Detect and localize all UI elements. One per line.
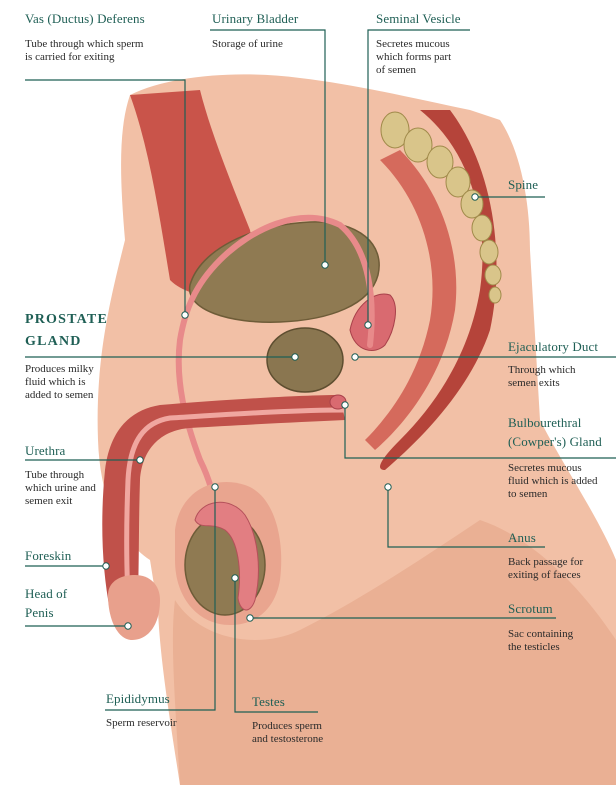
dot-head-of-penis [125,623,131,629]
seminal-vesicle-title: Seminal Vesicle [376,11,461,26]
bulbourethral-desc-2: fluid which is added [508,475,598,488]
dot-scrotum [247,615,253,621]
vas-deferens-desc-1: Tube through which sperm [25,38,143,51]
dot-vas-deferens [182,312,188,318]
prostate-desc-2: fluid which is [25,376,86,389]
dot-testes [232,575,238,581]
testes-desc-2: and testosterone [252,733,323,746]
bulbourethral-title-2: (Cowper's) Gland [508,434,602,449]
vas-deferens-title: Vas (Ductus) Deferens [25,11,145,26]
vas-deferens-desc-2: is carried for exiting [25,51,115,64]
urinary-bladder-desc-1: Storage of urine [212,38,283,51]
anus-title: Anus [508,530,536,545]
dot-anus [385,484,391,490]
bulbourethral-title-1: Bulbourethral [508,415,582,430]
dot-foreskin [103,563,109,569]
head-of-penis-title-1: Head of [25,586,67,601]
ejaculatory-duct-desc-2: semen exits [508,377,560,390]
dot-ejaculatory-duct [352,354,358,360]
prostate-title-2: GLAND [25,331,82,353]
dot-epididymus [212,484,218,490]
urinary-bladder-title: Urinary Bladder [212,11,298,26]
dot-spine [472,194,478,200]
dot-seminal-vesicle [365,322,371,328]
scrotum-desc-2: the testicles [508,641,560,654]
anus-desc-2: exiting of faeces [508,569,581,582]
ejaculatory-duct-title: Ejaculatory Duct [508,339,598,354]
scrotum-title: Scrotum [508,601,553,616]
dot-prostate [292,354,298,360]
dot-urinary-bladder [322,262,328,268]
bulbourethral-desc-3: to semen [508,488,547,501]
bulbourethral-desc-1: Secretes mucous [508,462,582,475]
epididymus-title: Epididymus [106,691,170,706]
ejaculatory-duct-desc-1: Through which [508,364,576,377]
dot-bulbourethral [342,402,348,408]
urethra-title: Urethra [25,443,65,458]
scrotum-desc-1: Sac containing [508,628,573,641]
prostate-title-1: PROSTATE [25,309,108,331]
glans [108,575,160,640]
anus-desc-1: Back passage for [508,556,583,569]
foreskin-title: Foreskin [25,548,71,563]
epididymus-desc-1: Sperm reservoir [106,717,177,730]
testes-desc-1: Produces sperm [252,720,322,733]
spine-title: Spine [508,177,538,192]
testes-title: Testes [252,694,285,709]
prostate [267,328,343,392]
urethra-desc-2: which urine and [25,482,96,495]
seminal-vesicle-desc-3: of semen [376,64,416,77]
seminal-vesicle-desc-1: Secretes mucous [376,38,450,51]
seminal-vesicle-desc-2: which forms part [376,51,451,64]
prostate-desc-1: Produces milky [25,363,94,376]
urethra-desc-3: semen exit [25,495,72,508]
urethra-desc-1: Tube through [25,469,84,482]
prostate-desc-3: added to semen [25,389,93,402]
dot-urethra [137,457,143,463]
head-of-penis-title-2: Penis [25,605,54,620]
